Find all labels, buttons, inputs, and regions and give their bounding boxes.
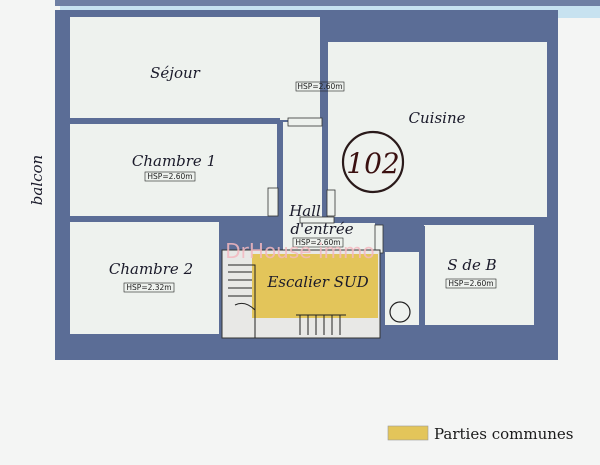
legend-label: Parties communes (434, 425, 573, 443)
column-circle (389, 301, 411, 323)
label-sdb: S de B (447, 256, 496, 274)
legend-swatch (387, 425, 429, 441)
hsp-sdb: HSP=2.60m (448, 279, 493, 288)
room-sejour (70, 17, 320, 120)
stair-treads (228, 264, 346, 338)
watermark: DrHouse immo (225, 239, 374, 263)
label-balcon: balcon (28, 155, 46, 205)
label-hall-1: Hall (288, 202, 321, 220)
hsp-chambre1: HSP=2.60m (147, 172, 192, 181)
apartment-number: 102 (346, 147, 399, 180)
room-hall (283, 122, 325, 218)
hsp-hall: HSP=2.60m (295, 238, 340, 247)
label-chambre1: Chambre 1 (132, 152, 216, 170)
top-ledge (55, 0, 600, 6)
room-sdb (424, 225, 534, 325)
label-sejour: Séjour (150, 64, 200, 82)
room-cuisine (325, 42, 547, 218)
hsp-sejour: HSP=2.60m (297, 82, 342, 91)
label-escalier: Escalier SUD (266, 273, 368, 291)
inner-walls (70, 40, 548, 335)
rooms (70, 17, 547, 334)
room-chambre1 (70, 122, 280, 216)
hsp-chambre2: HSP=2.32m (126, 283, 171, 292)
hsp-box-chambre1 (144, 171, 196, 182)
apartment-number-circle (341, 130, 405, 194)
door-frames (267, 117, 384, 254)
label-cuisine: Cuisine (409, 109, 466, 127)
room-chambre2 (70, 222, 220, 334)
hsp-box-chambre2 (123, 282, 175, 293)
label-hall-2: d'entrée (290, 220, 353, 238)
escalier-common-fill (252, 254, 378, 318)
hsp-box-sejour (295, 81, 345, 92)
hsp-box-sdb (445, 278, 497, 289)
label-chambre2: Chambre 2 (109, 260, 193, 278)
hsp-box-hall (292, 237, 344, 248)
